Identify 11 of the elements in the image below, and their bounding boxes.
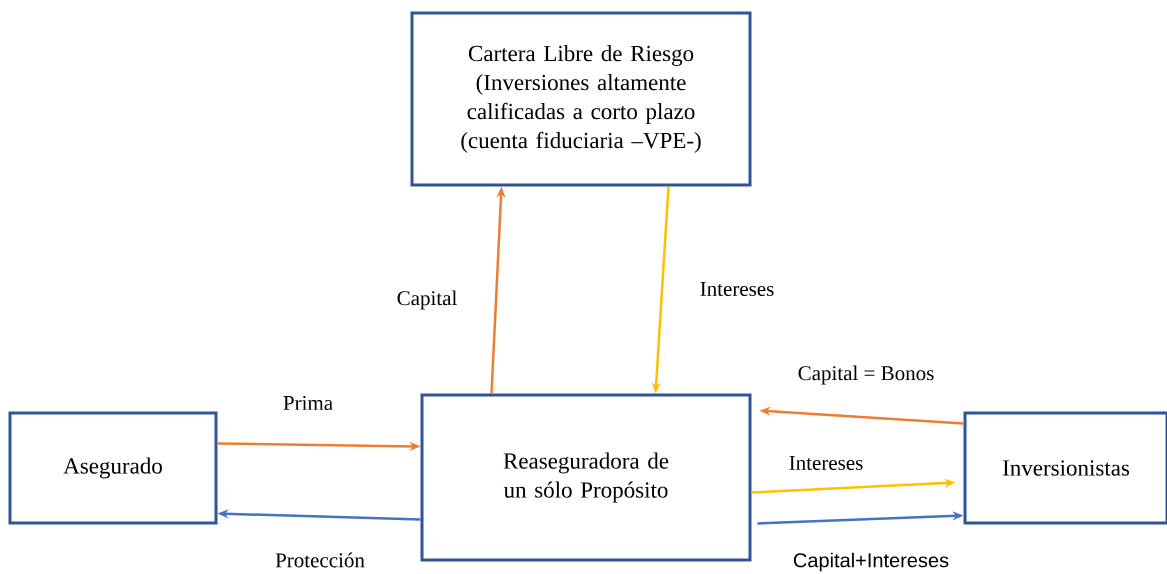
edge-label: Capital+Intereses [791,551,951,573]
process-box: Cartera Libre de Riesgo (Inversiones altamente calificadas a corto plazo (cuenta fiduciaria –VPE-) [410,11,752,187]
edge-label: Intereses [698,281,776,297]
process-box: Asegurado [8,411,218,525]
edge-label: Capital [395,289,459,311]
edge-label: Protección [274,551,366,569]
edge-label: Intereses [787,455,865,471]
process-box: Inversionistas [963,411,1167,525]
edge-label: Capital = Bonos [796,364,936,386]
edge-label: Prima [281,394,335,412]
process-box: Reaseguradora de un sólo Propósito [420,393,752,562]
